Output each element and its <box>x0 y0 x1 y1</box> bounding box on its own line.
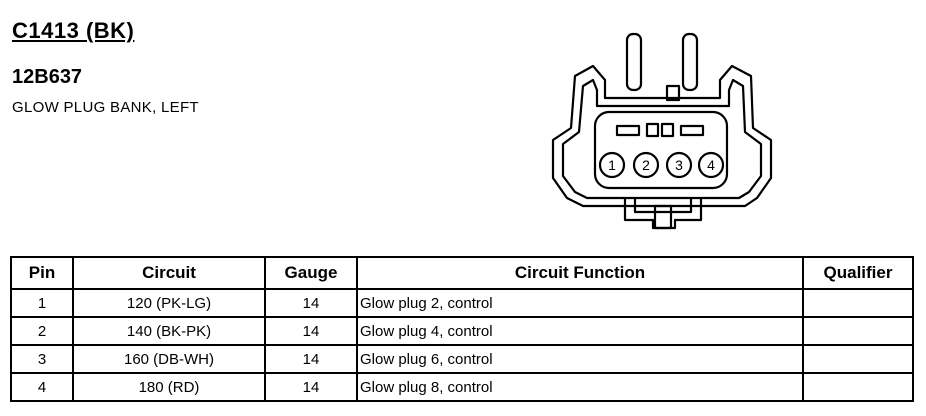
gauge-cell: 14 <box>264 344 358 374</box>
circuit-cell: 140 (BK-PK) <box>72 316 266 346</box>
pin-cell: 3 <box>10 344 74 374</box>
circuit-cell: 120 (PK-LG) <box>72 288 266 318</box>
table-row: 1 120 (PK-LG) 14 Glow plug 2, control <box>10 288 914 318</box>
pin-table: Pin Circuit Gauge Circuit Function Quali… <box>10 256 914 402</box>
table-row: 3 160 (DB-WH) 14 Glow plug 6, control <box>10 344 914 374</box>
table-row: 2 140 (BK-PK) 14 Glow plug 4, control <box>10 316 914 346</box>
qualifier-cell <box>802 344 914 374</box>
circuit-cell: 180 (RD) <box>72 372 266 402</box>
function-cell: Glow plug 6, control <box>356 344 804 374</box>
qualifier-cell <box>802 372 914 402</box>
function-cell: Glow plug 8, control <box>356 372 804 402</box>
qualifier-cell <box>802 316 914 346</box>
gauge-cell: 14 <box>264 288 358 318</box>
pin-3-label: 3 <box>675 157 683 173</box>
column-header-circuit: Circuit <box>72 256 266 290</box>
pin-cell: 2 <box>10 316 74 346</box>
table-row: 4 180 (RD) 14 Glow plug 8, control <box>10 372 914 402</box>
pin-2-label: 2 <box>642 157 650 173</box>
part-number: 12B637 <box>12 66 83 88</box>
pin-cell: 4 <box>10 372 74 402</box>
column-header-qualifier: Qualifier <box>802 256 914 290</box>
column-header-gauge: Gauge <box>264 256 358 290</box>
gauge-cell: 14 <box>264 372 358 402</box>
pin-1-label: 1 <box>608 157 616 173</box>
table-header-row: Pin Circuit Gauge Circuit Function Quali… <box>10 256 914 290</box>
connector-description: GLOW PLUG BANK, LEFT <box>12 99 199 116</box>
function-cell: Glow plug 4, control <box>356 316 804 346</box>
pin-4-label: 4 <box>707 157 715 173</box>
gauge-cell: 14 <box>264 316 358 346</box>
circuit-cell: 160 (DB-WH) <box>72 344 266 374</box>
connector-face-diagram: 1 2 3 4 <box>551 32 773 230</box>
column-header-pin: Pin <box>10 256 74 290</box>
qualifier-cell <box>802 288 914 318</box>
connector-id-title: C1413 (BK) <box>12 18 135 43</box>
pin-cell: 1 <box>10 288 74 318</box>
column-header-circuit-function: Circuit Function <box>356 256 804 290</box>
function-cell: Glow plug 2, control <box>356 288 804 318</box>
